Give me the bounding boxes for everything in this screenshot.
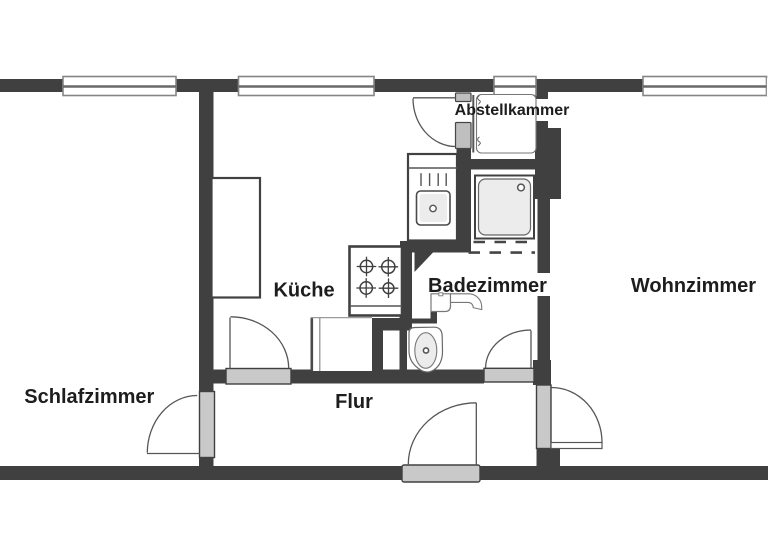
svg-text:Flur: Flur [335,391,373,413]
svg-text:Abstellkammer: Abstellkammer [455,102,570,119]
svg-text:Küche: Küche [273,280,334,302]
svg-text:Wohnzimmer: Wohnzimmer [631,275,756,297]
svg-text:Badezimmer: Badezimmer [428,275,547,297]
svg-text:Schlafzimmer: Schlafzimmer [24,386,154,408]
